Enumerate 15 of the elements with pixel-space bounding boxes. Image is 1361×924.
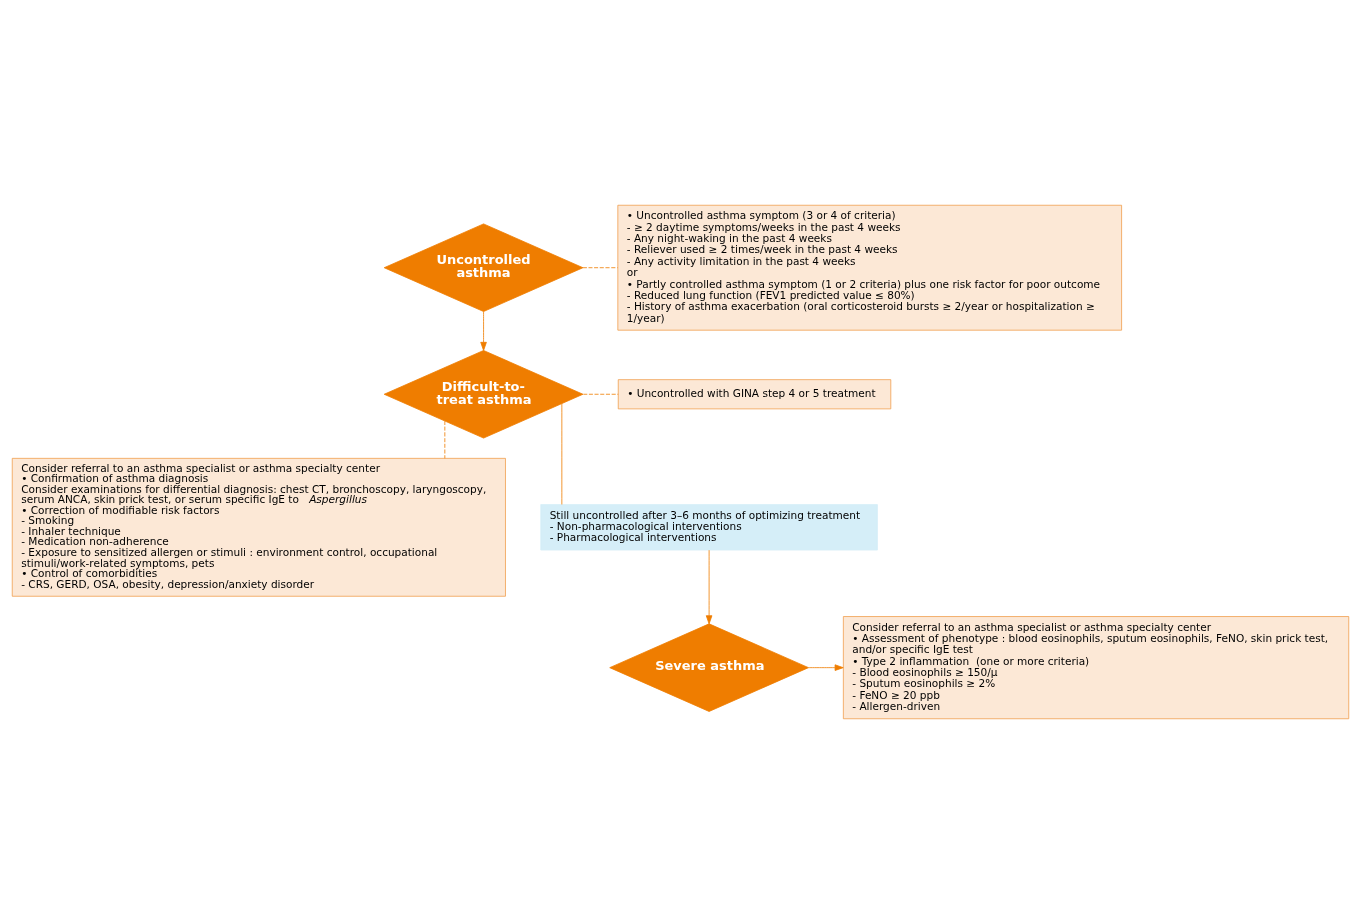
node-box: Still uncontrolled after 3–6 months of optimizing treatment - Non-pharmacological interventions - Pharmacological interventions <box>540 504 878 551</box>
node-box: • Uncontrolled asthma symptom (3 or 4 of criteria) - ≥ 2 daytime symptoms/weeks in the past 4 weeks - Any night-waking in the past 4 weeks - Reliever used ≥ 2 times/week in the past 4 weeks - Any activity limitation in the past 4 weeks or • Partly controlled asthma symptom (1 or 2 criteria) plus one risk factor for poor outcome - Reduced lung function (FEV1 predicted value ≤ 80%) - History of asthma exacerbation (oral corticosteroid bursts ≥ 2/year or hospitalization ≥ 1/year) <box>617 204 1122 331</box>
arrow <box>480 311 487 351</box>
node-diamond: Uncontrolled asthma <box>383 223 584 312</box>
arrow <box>808 664 844 671</box>
connector <box>582 267 618 269</box>
connector <box>582 393 619 395</box>
node-box: Consider referral to an asthma specialist or asthma specialty center • Assessment of phenotype : blood eosinophils, sputum eosinophils, FeNO, skin prick test, and/or specific IgE test • Type 2 inflammation (one or more criteria) - Blood eosinophils ≥ 150/μ - Sputum eosinophils ≥ 2% - FeNO ≥ 20 ppb - Allergen-driven <box>842 616 1350 720</box>
node-box: • Uncontrolled with GINA step 4 or 5 treatment <box>617 379 892 410</box>
node-diamond: Severe asthma <box>609 623 809 712</box>
connector <box>561 403 563 505</box>
arrow <box>705 549 713 625</box>
node-diamond: Difficult-to-treat asthma <box>383 350 584 439</box>
node-box: Consider referral to an asthma specialist or asthma specialty center • Confirmation of asthma diagnosis Consider examinations for differential diagnosis: chest CT, bronchoscopy, laryngoscopy, serum ANCA, skin prick test, or serum specific IgE to Aspergillus • Correction of modifiable risk factors - Smoking - Inhaler technique - Medication non-adherence - Exposure to sensitized allergen or stimuli : environment control, occupational stimuli/work-related symptoms, pets • Control of comorbidities - CRS, GERD, OSA, obesity, depression/anxiety disorder <box>11 457 506 597</box>
connector <box>444 420 446 459</box>
